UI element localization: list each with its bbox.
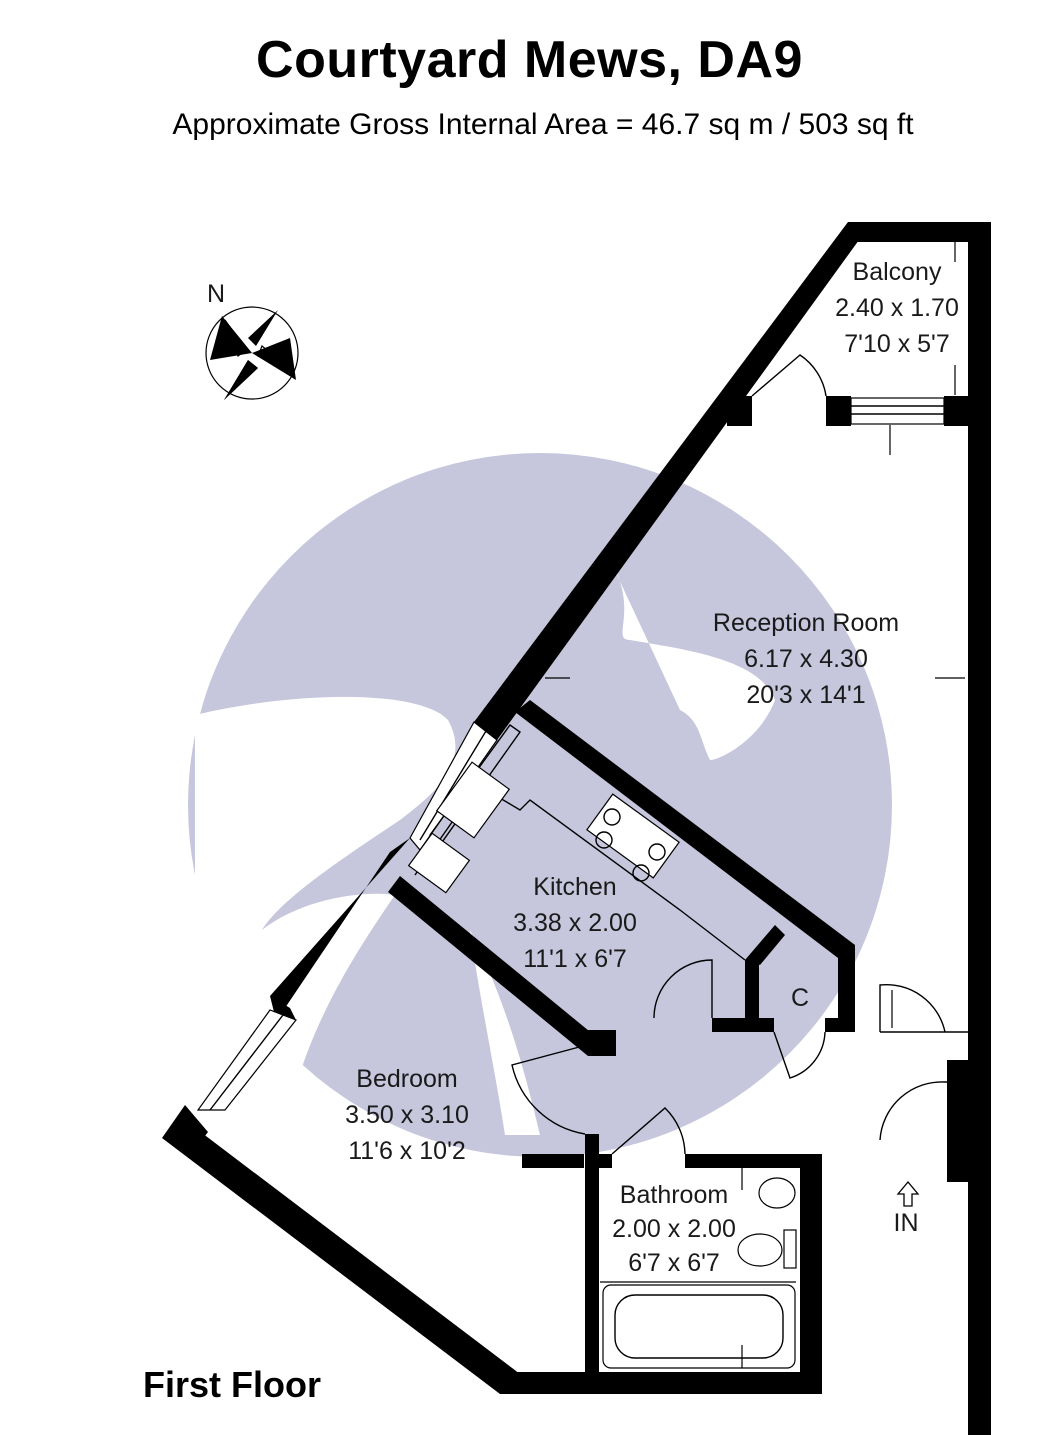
balcony-imperial: 7'10 x 5'7 xyxy=(844,330,949,358)
balcony-name: Balcony xyxy=(853,258,942,286)
floor-label: First Floor xyxy=(143,1364,321,1405)
bathroom-imperial: 6'7 x 6'7 xyxy=(628,1249,720,1277)
room-label-reception: Reception Room 6.17 x 4.30 20'3 x 14'1 xyxy=(713,609,899,709)
room-label-kitchen: Kitchen 3.38 x 2.00 11'1 x 6'7 xyxy=(513,873,637,973)
page-title: Courtyard Mews, DA9 xyxy=(256,31,803,89)
kitchen-name: Kitchen xyxy=(533,873,616,901)
room-label-balcony: Balcony 2.40 x 1.70 7'10 x 5'7 xyxy=(835,258,959,358)
kitchen-fittings xyxy=(407,724,746,961)
room-label-bathroom: Bathroom 2.00 x 2.00 6'7 x 6'7 xyxy=(612,1181,736,1277)
compass-north-label: N xyxy=(207,280,225,308)
entrance-label: IN xyxy=(894,1209,919,1237)
balcony-metric: 2.40 x 1.70 xyxy=(835,294,959,322)
kitchen-imperial: 11'1 x 6'7 xyxy=(523,945,627,973)
room-label-bedroom: Bedroom 3.50 x 3.10 11'6 x 10'2 xyxy=(345,1065,469,1165)
doors xyxy=(511,354,968,1155)
area-subtitle: Approximate Gross Internal Area = 46.7 s… xyxy=(172,108,914,141)
bathroom-fittings xyxy=(602,1177,797,1369)
bathroom-name: Bathroom xyxy=(620,1181,728,1209)
reception-name: Reception Room xyxy=(713,609,899,637)
bedroom-imperial: 11'6 x 10'2 xyxy=(348,1137,466,1165)
cupboard-label: C xyxy=(791,984,809,1012)
reception-imperial: 20'3 x 14'1 xyxy=(746,681,865,709)
north-compass-icon xyxy=(205,306,299,400)
bathroom-metric: 2.00 x 2.00 xyxy=(612,1215,736,1243)
reception-metric: 6.17 x 4.30 xyxy=(744,645,868,673)
entrance-arrow-icon xyxy=(896,1180,920,1207)
watermark-logo xyxy=(188,453,892,1157)
interior-walls xyxy=(388,700,855,1394)
bedroom-name: Bedroom xyxy=(356,1065,457,1093)
kitchen-metric: 3.38 x 2.00 xyxy=(513,909,637,937)
dimension-arrows xyxy=(545,228,965,1368)
exterior-walls xyxy=(162,222,991,1435)
bedroom-metric: 3.50 x 3.10 xyxy=(345,1101,469,1129)
